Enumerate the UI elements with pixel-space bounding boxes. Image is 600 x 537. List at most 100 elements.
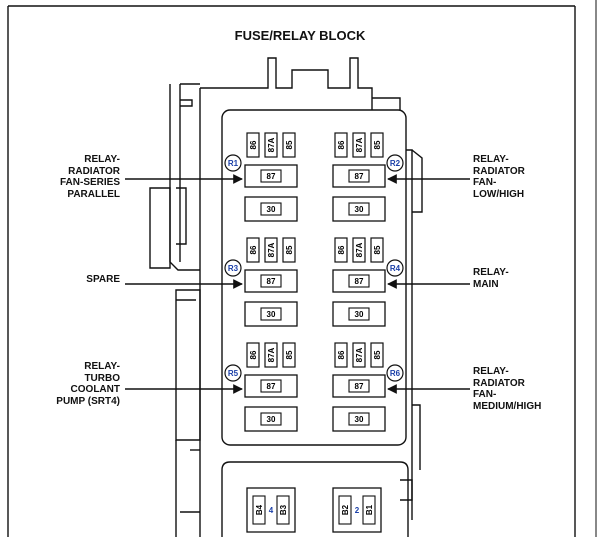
relay-id-circle [386,259,404,277]
pin-87-label: 87 [355,277,364,286]
pin-slot [246,237,260,263]
pin-30-label: 30 [267,415,276,424]
pin-label: 86 [337,245,346,254]
right-label-line: RELAY- [473,366,509,377]
pin-slot [370,132,384,158]
fuse-right-label: B1 [365,504,374,515]
pin-87-label: 87 [267,172,276,181]
pin-slot [352,132,366,158]
pin-87-slot [244,374,298,398]
pin-slot [370,237,384,263]
pin-label: 87A [267,347,276,362]
pin-label: 85 [285,350,294,359]
pin-label: 86 [249,140,258,149]
left-label-line: TURBO [84,372,120,384]
pin-30-slot [244,301,298,327]
relay-id-circle [224,364,242,382]
pin-87-slot [244,269,298,293]
pin-30-label: 30 [267,205,276,214]
pin-slot [264,342,278,368]
relay-id-label: R5 [228,369,239,378]
pin-87-label: 87 [355,172,364,181]
pin-label: 87A [355,137,364,152]
left-label-line: SPARE [86,274,120,285]
pin-87-slot [332,269,386,293]
pin-slot [334,342,348,368]
pin-30-label: 30 [267,310,276,319]
relay-id-label: R4 [390,264,401,273]
right-label-line: LOW/HIGH [473,188,525,200]
right-label-line: FAN- [473,177,497,188]
fuse-2: B2 B1 2 [332,487,382,533]
fuse-right-label: B3 [279,504,288,515]
pin-label: 86 [249,245,258,254]
pin-label: 85 [373,350,382,359]
relay-id-circle [224,259,242,277]
pin-slot [264,237,278,263]
pin-label: 86 [249,350,258,359]
right-label-line: MAIN [473,278,499,290]
pin-87-label: 87 [267,382,276,391]
pin-label: 87A [355,347,364,362]
relay-id-circle [386,154,404,172]
left-label-line: PARALLEL [67,188,120,200]
pin-87-label: 87 [355,382,364,391]
pin-slot [264,132,278,158]
pin-30-label: 30 [355,415,364,424]
fuse-number: 2 [355,506,360,515]
left-label-2: SPARE [10,274,120,286]
pin-87-label: 87 [267,277,276,286]
pin-label: 85 [285,140,294,149]
right-label-line: RELAY- [473,154,509,165]
pin-slot [334,237,348,263]
pin-label: 85 [285,245,294,254]
relay-id-label: R2 [390,159,401,168]
diagram-title: FUSE/RELAY BLOCK [234,28,366,43]
pin-30-label: 30 [355,205,364,214]
pin-slot [246,132,260,158]
pin-slot [334,132,348,158]
pin-label: 87A [355,242,364,257]
relay-r5: 86 87A 85 87 30 R5 [224,342,298,432]
right-label-2: RELAY-MAIN [473,267,583,290]
relay-id-label: R6 [390,369,401,378]
left-label-line: FAN-SERIES [59,177,120,188]
pin-label: 85 [373,245,382,254]
pin-label: 87A [267,242,276,257]
right-label-line: RADIATOR [473,377,525,389]
left-label-line: RADIATOR [68,165,120,177]
pin-slot [282,132,296,158]
pin-30-label: 30 [355,310,364,319]
pin-label: 86 [337,350,346,359]
fuse-left-label: B2 [341,504,350,515]
relay-id-circle [224,154,242,172]
left-label-line: RELAY- [84,154,120,165]
pin-slot [352,237,366,263]
right-label-line: RADIATOR [473,165,525,177]
pin-87-slot [332,374,386,398]
pin-30-slot [332,301,386,327]
pin-30-slot [332,406,386,432]
left-label-line: PUMP (SRT4) [56,395,120,407]
pin-30-slot [244,196,298,222]
left-label-line: COOLANT [70,384,120,395]
pin-label: 87A [267,137,276,152]
pin-87-slot [244,164,298,188]
pin-30-slot [332,196,386,222]
pin-slot [282,237,296,263]
relay-r2: 86 87A 85 87 30 R2 [332,132,404,222]
relay-id-circle [386,364,404,382]
relay-r4: 86 87A 85 87 30 R4 [332,237,404,327]
right-label-line: MEDIUM/HIGH [473,400,542,412]
right-label-line: RELAY- [473,267,509,278]
pin-slot [282,342,296,368]
pin-label: 86 [337,140,346,149]
pin-label: 85 [373,140,382,149]
